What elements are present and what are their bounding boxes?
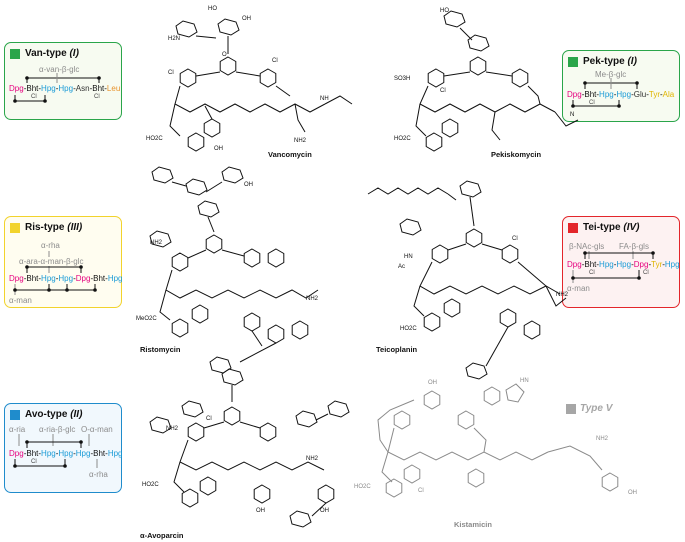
ris-type-sugar-man: α-man (9, 296, 32, 305)
atom-label-risto-meo2c: MeO2C (136, 316, 157, 322)
atom-label-kista-oh2: OH (628, 490, 637, 496)
tei-type-cl-2: Cl (643, 270, 649, 276)
atom-label-avo-oh: OH (256, 508, 265, 514)
atom-label-vanco-oh2: OH (214, 146, 223, 152)
atom-label-vanco-hooc: HO2C (146, 136, 163, 142)
ris-type-color-square (10, 223, 20, 233)
pek-type-color-square (568, 57, 578, 67)
avo-type-sequence: Dpg-Bht-Hpg-Hpg-Hpg-Bht-Hpg (9, 449, 123, 458)
type-v-color-square (566, 404, 576, 414)
ris-type-linkage-lines (13, 251, 97, 295)
atom-label-teico-ac: Ac (398, 264, 405, 270)
ris-type-sequence: Dpg-Bht-Hpg-Hpg-Dpg-Bht-Hpg (9, 274, 123, 283)
atom-label-pek-hooc: HO2C (394, 136, 411, 142)
ristomycin-name: Ristomycin (140, 345, 181, 354)
avo-type-linkage-lines (13, 434, 98, 468)
atom-label-pek-n: N (570, 112, 574, 118)
avo-type-sugar-ria: α-ria (9, 425, 26, 434)
tei-type-box: Tei-type (IV) β-NAc-gls FA-β-gls Dpg-Bht… (562, 216, 680, 308)
atom-label-risto-h2n: NH2 (150, 240, 163, 246)
atom-label-vanco-cl2: Cl (272, 58, 278, 64)
atom-label-teico-cl: Cl (512, 236, 518, 242)
ris-type-title: Ris-type (III) (25, 222, 83, 233)
atom-label-risto-nh2: NH2 (306, 296, 319, 302)
van-type-cl-2: Cl (94, 94, 100, 100)
kistamicin-structure (377, 383, 619, 498)
avoparcin-structure (149, 368, 350, 528)
atom-label-teico-nh2: NH2 (556, 292, 569, 298)
tei-type-sequence: Dpg-Bht-Hpg-Hpg-Dpg-Tyr-Hpg (567, 260, 680, 269)
atom-label-vanco-o: O (222, 52, 227, 58)
van-type-cl-1: Cl (31, 94, 37, 100)
type-v-title: Type V (580, 403, 613, 414)
atom-label-avo-nh2b: NH2 (306, 456, 319, 462)
pek-type-sugar: Me-β-glc (595, 70, 627, 79)
atom-labels: H2N HO OH Cl Cl O NH HO2C OH NH2 HO SO3H… (136, 6, 637, 514)
tei-type-sugar-man: α-man (567, 284, 590, 293)
avo-type-sugar-ria-glc: α-ria-β-glc (39, 425, 76, 434)
atom-label-kista-hooc: HO2C (354, 484, 371, 490)
atom-label-kista-oh: OH (428, 380, 437, 386)
avo-type-sugar-rha: α-rha (89, 470, 108, 479)
kistamicin-name: Kistamicin (454, 520, 492, 529)
pek-type-box: Pek-type (I) Me-β-glc Dpg-Bht-Hpg-Hpg-Gl… (562, 50, 680, 122)
atom-label-avo-oh2: OH (320, 508, 329, 514)
van-type-sequence: Dpg-Bht-Hpg-Hpg-Asn-Bht-Leu (9, 84, 121, 93)
van-type-linkage-lines (13, 73, 101, 103)
atom-label-risto-oh: OH (244, 182, 253, 188)
pekiskomycin-name: Pekiskomycin (491, 150, 542, 159)
tei-type-cl-1: Cl (589, 270, 595, 276)
atom-label-avo-nh2: NH2 (166, 426, 179, 432)
van-type-color-square (10, 49, 20, 59)
atom-label-vanco-ho: HO (208, 6, 217, 12)
ris-type-box: Ris-type (III) α-rha α-ara-α-man-β-glc D… (4, 216, 123, 308)
ris-type-sugar-rha: α-rha (41, 241, 60, 250)
avoparcin-name: α-Avoparcin (140, 531, 184, 540)
atom-label-vanco-oh: OH (242, 16, 251, 22)
pek-type-linkage-lines (571, 78, 639, 108)
atom-label-teico-hooc: HO2C (400, 326, 417, 332)
atom-label-kista-cl: Cl (418, 488, 424, 494)
avo-type-sugar-man: O-α-man (81, 425, 113, 434)
vancomycin-structure (169, 18, 353, 152)
avo-type-box: Avo-type (II) α-ria α-ria-β-glc O-α-man … (4, 403, 123, 493)
pekiskomycin-structure (415, 10, 579, 152)
avo-type-cl: Cl (31, 459, 37, 465)
atom-label-pek-so3h: SO3H (394, 76, 410, 82)
atom-label-kista-hn: HN (520, 378, 529, 384)
tei-type-sugar-fa: FA-β-gls (619, 242, 649, 251)
atom-label-vanco-h2n: H2N (168, 36, 180, 42)
atom-label-pek-ho: HO (440, 8, 449, 14)
teicoplanin-structure (367, 180, 567, 380)
teicoplanin-name: Teicoplanin (376, 345, 418, 354)
tei-type-linkage-lines (571, 251, 655, 283)
van-type-box: Van-type (I) α-van-β-glc Dpg-Bht-Hpg-Hpg… (4, 42, 122, 120)
atom-label-vanco-nh: NH (320, 96, 329, 102)
tei-type-title: Tei-type (IV) (583, 222, 640, 233)
van-type-title: Van-type (I) (25, 48, 79, 59)
pek-type-sequence: Dpg-Bht-Hpg-Hpg-Glu-Tyr-Ala (567, 90, 675, 99)
atom-label-vanco-nh2: NH2 (294, 138, 307, 144)
ris-type-sugar-chain: α-ara-α-man-β-glc (19, 257, 84, 266)
tei-type-color-square (568, 223, 578, 233)
avo-type-title: Avo-type (II) (25, 409, 83, 420)
atom-label-avo-hooc: HO2C (142, 482, 159, 488)
atom-label-teico-hn: HN (404, 254, 413, 260)
atom-label-avo-cl: Cl (206, 416, 212, 422)
vancomycin-name: Vancomycin (268, 150, 312, 159)
tei-type-sugar-nac: β-NAc-gls (569, 242, 605, 251)
atom-label-kista-nh2: NH2 (596, 436, 609, 442)
pek-type-title: Pek-type (I) (583, 56, 637, 67)
atom-label-pek-cl: Cl (440, 88, 446, 94)
avo-type-color-square (10, 410, 20, 420)
atom-label-vanco-cl1: Cl (168, 70, 174, 76)
van-type-sugar: α-van-β-glc (39, 65, 80, 74)
pek-type-cl: Cl (589, 100, 595, 106)
ristomycin-structure (149, 166, 319, 374)
